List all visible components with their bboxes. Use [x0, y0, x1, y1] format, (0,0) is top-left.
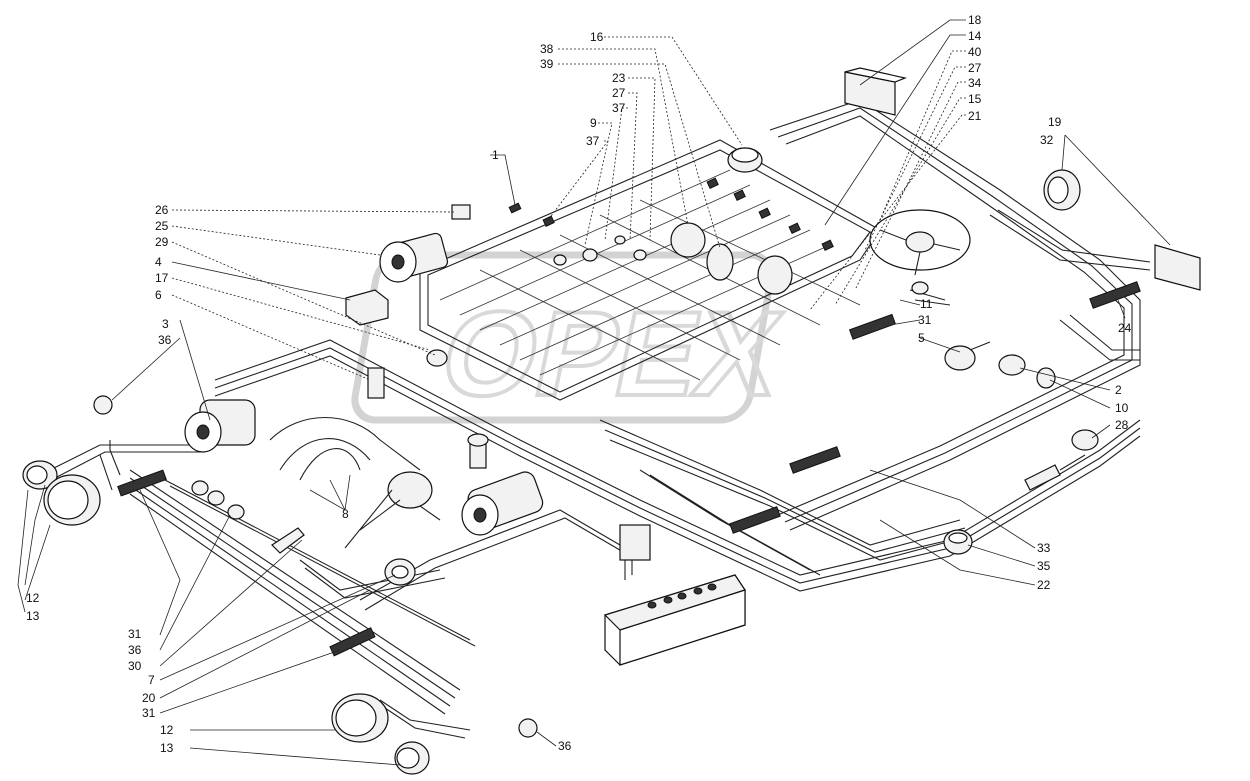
callout-40: 40: [968, 45, 982, 59]
crank-handle: [1024, 454, 1086, 491]
callout-6: 6: [155, 288, 162, 302]
callout-17: 17: [155, 271, 169, 285]
tail-lamp-19: [1043, 169, 1081, 211]
small-parts-left: [191, 480, 245, 520]
callout-27: 27: [968, 61, 982, 75]
rear-lamp-32: [1154, 244, 1201, 291]
callout-11: 11: [920, 297, 933, 311]
callout-32: 32: [1040, 133, 1054, 147]
sensor-20: [271, 527, 305, 554]
callout-15: 15: [968, 92, 982, 106]
callout-27: 27: [612, 86, 626, 100]
callout-8: 8: [342, 507, 349, 521]
callout-13: 13: [26, 609, 40, 623]
cap-16: [727, 147, 763, 173]
callout-22: 22: [1037, 578, 1051, 592]
headlamp-12-lower: [331, 693, 389, 743]
callout-37: 37: [586, 134, 600, 148]
ignition-switch-5: [944, 341, 991, 371]
part-7: [384, 558, 416, 586]
motor-25: [379, 232, 449, 283]
callout-25: 25: [155, 219, 169, 233]
part-26: [451, 204, 471, 220]
part-10: [1036, 367, 1056, 389]
relay-4: [345, 289, 389, 326]
side-lamp-13-left: [22, 460, 58, 490]
lamp-36-top: [93, 395, 113, 415]
callout-3: 3: [162, 317, 169, 331]
callout-31: 31: [128, 627, 142, 641]
callout-7: 7: [148, 673, 155, 687]
headlamp-12-left: [43, 474, 101, 526]
callout-34: 34: [968, 76, 982, 90]
callout-29: 29: [155, 235, 169, 249]
callout-31: 31: [918, 313, 932, 327]
callout-21: 21: [968, 109, 982, 123]
callout-36: 36: [558, 739, 572, 753]
callout-28: 28: [1115, 418, 1129, 432]
sensor-center: [467, 433, 489, 469]
sensor-35: [943, 529, 973, 555]
distributor-8: [344, 471, 441, 549]
components: [22, 67, 1201, 775]
callout-1: 1: [492, 148, 499, 162]
callout-36: 36: [128, 643, 142, 657]
dash-gauges: [553, 222, 793, 295]
callout-9: 9: [590, 116, 597, 130]
callout-13: 13: [160, 741, 174, 755]
callout-39: 39: [540, 57, 554, 71]
callout-30: 30: [128, 659, 142, 673]
callout-37: 37: [612, 101, 626, 115]
callout-31: 31: [142, 706, 156, 720]
terminal-block-31-right: [848, 313, 896, 340]
callout-18: 18: [968, 13, 982, 27]
dash-switches: [508, 177, 834, 251]
callout-20: 20: [142, 691, 156, 705]
terminal-block-24: [1089, 281, 1141, 309]
steering-wheel: [869, 209, 971, 276]
lamp-36-lower: [518, 718, 538, 738]
callout-12: 12: [26, 591, 40, 605]
leader-lines: [17, 19, 1171, 766]
callout-38: 38: [540, 42, 554, 56]
callout-33: 33: [1037, 541, 1051, 555]
side-lamp-13-lower: [394, 741, 430, 775]
callout-14: 14: [968, 29, 982, 43]
callout-36: 36: [158, 333, 172, 347]
callout-2: 2: [1115, 383, 1122, 397]
part-17: [426, 349, 448, 367]
callout-labels: 16 18 14 40 27 34 15 21 38 39 23 27 37 9…: [26, 13, 1132, 755]
watermark-text: ОРЕХ: [431, 286, 793, 420]
callout-19: 19: [1048, 115, 1062, 129]
callout-24: 24: [1118, 321, 1132, 335]
terminal-block-center-right: [729, 446, 841, 534]
callout-4: 4: [155, 255, 162, 269]
callout-5: 5: [918, 331, 925, 345]
callout-23: 23: [612, 71, 626, 85]
switch-2: [998, 354, 1026, 376]
watermark: ОРЕХ: [351, 251, 795, 424]
callout-10: 10: [1115, 401, 1129, 415]
block-6: [367, 367, 385, 399]
callout-16: 16: [590, 30, 604, 44]
generator-3: [184, 399, 256, 453]
part-28: [1071, 429, 1099, 451]
switch-11: [909, 281, 951, 306]
battery: [603, 574, 746, 666]
relay-center: [619, 524, 651, 580]
starter-motor: [461, 471, 544, 536]
callout-35: 35: [1037, 559, 1051, 573]
terminal-block-31-left: [117, 469, 167, 497]
rear-lamp-18: [844, 67, 908, 116]
callout-26: 26: [155, 203, 169, 217]
terminal-block-31-lower: [329, 627, 376, 657]
wiring-harness: [49, 99, 1151, 739]
callout-12: 12: [160, 723, 174, 737]
